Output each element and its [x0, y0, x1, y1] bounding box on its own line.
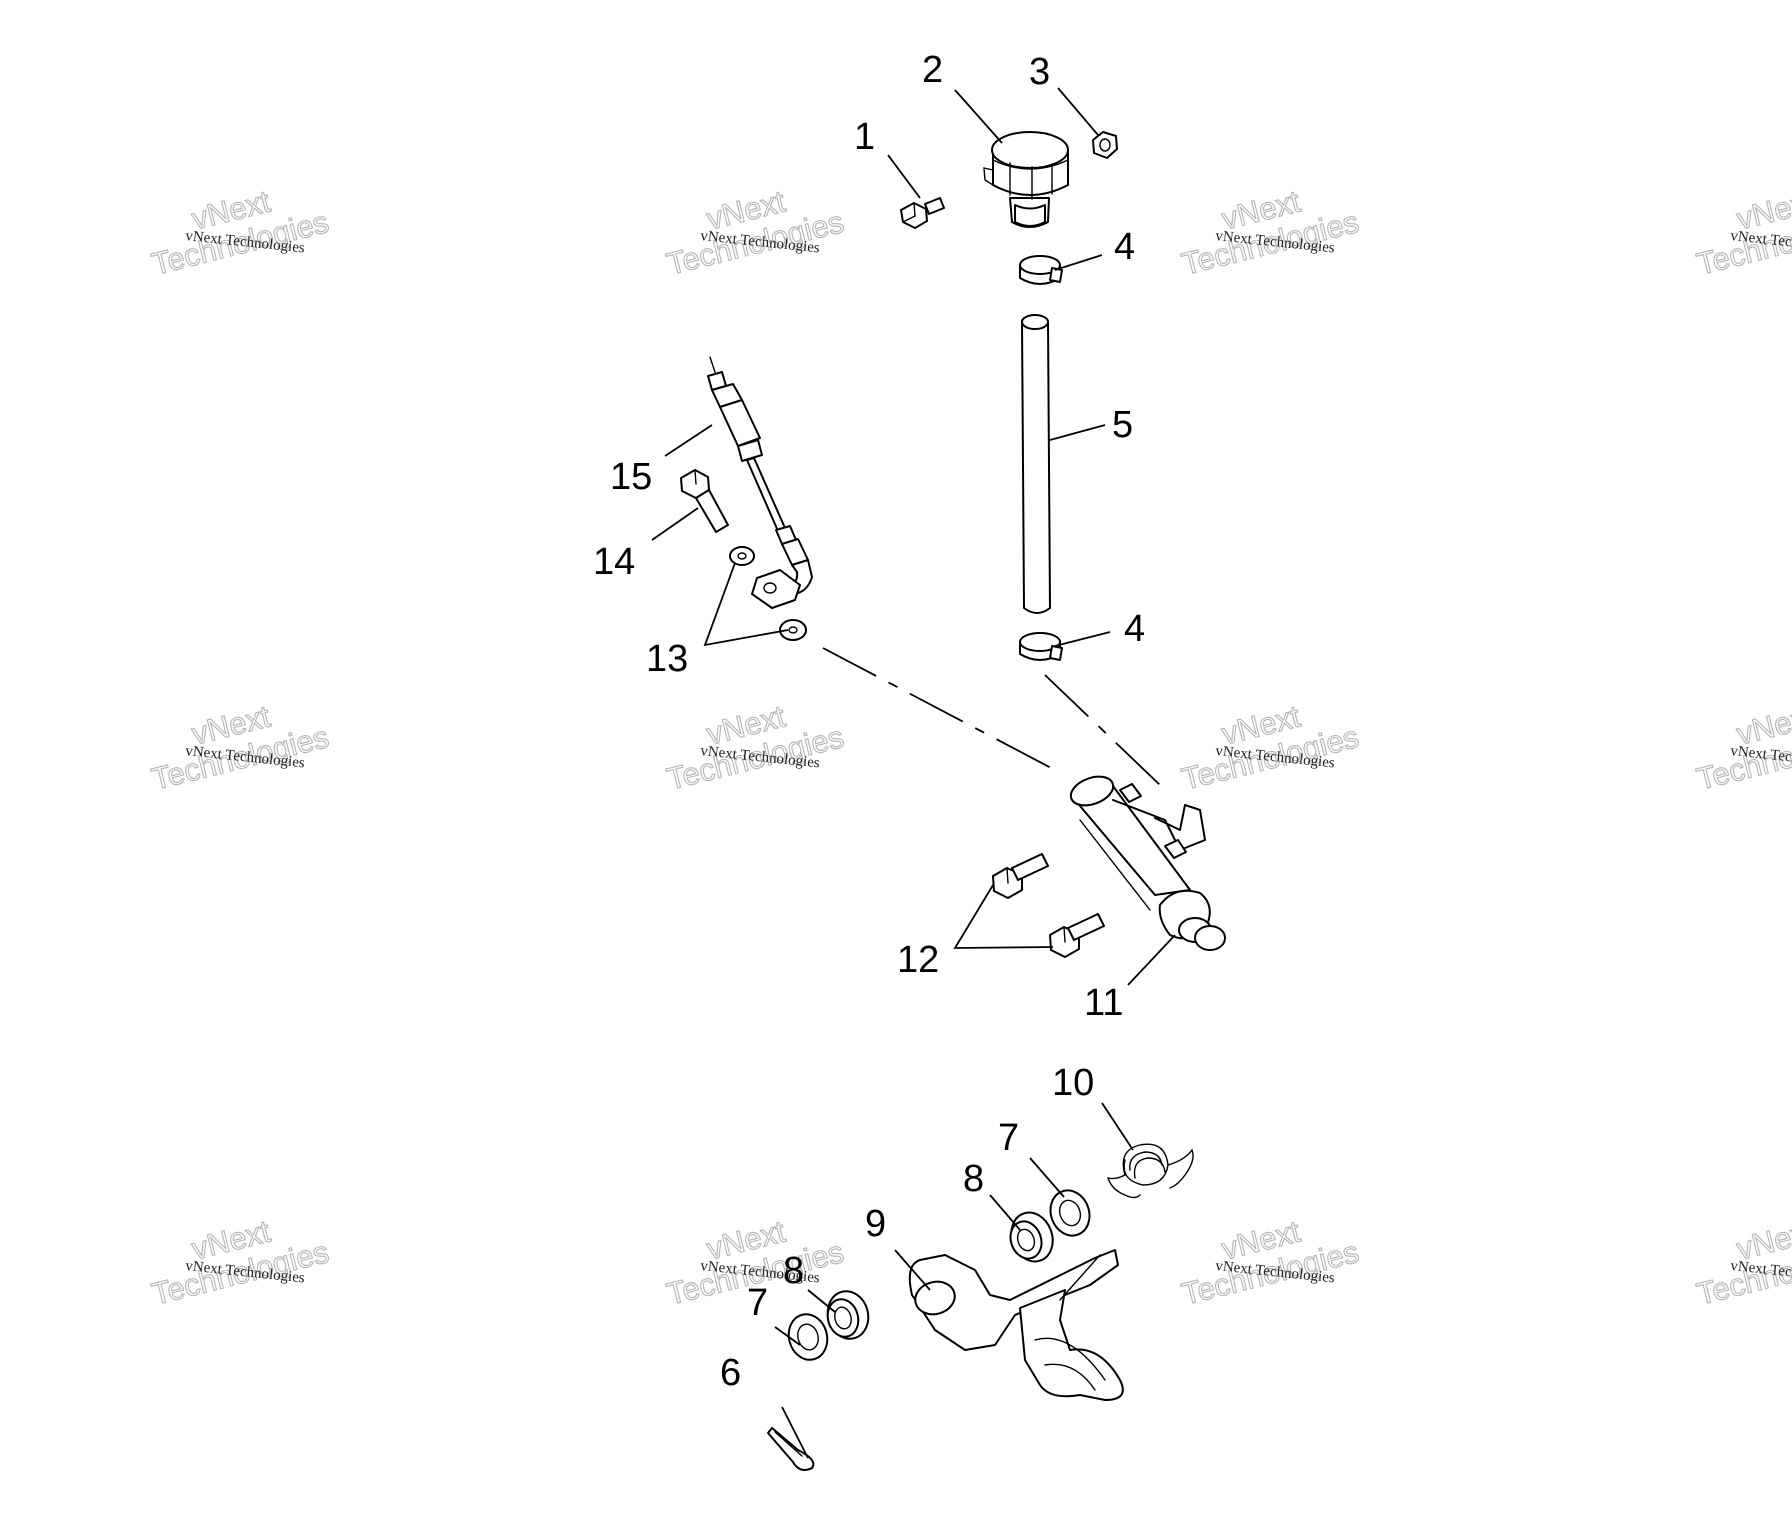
callout-4-upper: 4	[1114, 226, 1135, 268]
part-7-washer-right	[1049, 1189, 1091, 1237]
watermark: vNext Technologies vNext Technologies	[1693, 183, 1792, 282]
part-10-spring	[1106, 1143, 1194, 1199]
leader-11	[1127, 934, 1176, 986]
callout-14: 14	[593, 541, 635, 583]
watermark: vNext Technologies vNext Technologies	[1693, 1213, 1792, 1312]
part-9-brake-pedal	[908, 1249, 1124, 1401]
watermark: vNext Technologies vNext Technologies	[148, 698, 333, 797]
callout-8-left: 8	[783, 1250, 804, 1292]
leader-2	[954, 89, 1003, 144]
callout-13: 13	[646, 638, 688, 680]
leader-13	[703, 562, 789, 647]
leader-6	[781, 1406, 809, 1459]
watermark: vNext Technologies vNext Technologies	[663, 698, 848, 797]
part-2-reservoir	[983, 131, 1069, 228]
watermark-group: vNext Technologies vNext Technologies vN…	[148, 183, 1792, 1312]
assembly-line-hose	[1044, 674, 1161, 786]
watermark: vNext Technologies vNext Technologies	[1178, 698, 1363, 797]
part-4-clamp-lower	[1019, 632, 1063, 661]
part-15-brake-line	[707, 356, 813, 594]
leader-1	[887, 154, 921, 199]
part-4-clamp-upper	[1019, 255, 1063, 285]
callout-11: 11	[1084, 982, 1123, 1024]
part-6-cotter-pin	[767, 1427, 815, 1471]
watermark: vNext Technologies vNext Technologies	[148, 1213, 333, 1312]
leader-4b	[1054, 631, 1111, 647]
part-7-washer-left	[787, 1313, 829, 1361]
leader-15	[664, 424, 713, 457]
callout-5: 5	[1112, 404, 1133, 446]
part-14-bolt	[680, 469, 729, 533]
leader-7b	[1029, 1157, 1065, 1198]
callout-4-lower: 4	[1124, 608, 1145, 650]
callout-labels: 1 2 3 4 5 4 6 7 7 8 8 9 10 11 12 13 14 1…	[593, 49, 1145, 1394]
callout-8-right: 8	[963, 1158, 984, 1200]
leader-12	[953, 884, 1054, 949]
callout-10: 10	[1052, 1062, 1094, 1104]
watermark: vNext Technologies vNext Technologies	[1178, 1213, 1363, 1312]
leader-4a	[1054, 254, 1103, 271]
leader-14	[651, 507, 699, 541]
callout-12: 12	[897, 939, 939, 981]
callout-15: 15	[610, 456, 652, 498]
part-12-bolts	[992, 853, 1105, 958]
watermark: vNext Technologies vNext Technologies	[148, 183, 333, 282]
watermark: vNext Technologies vNext Technologies	[1693, 698, 1792, 797]
leader-3	[1057, 87, 1099, 136]
leader-lines	[651, 87, 1176, 1459]
callout-7-left: 7	[747, 1282, 768, 1324]
watermark: vNext Technologies vNext Technologies	[663, 1213, 848, 1312]
watermark: vNext Technologies vNext Technologies	[1178, 183, 1363, 282]
assembly-line-banjo	[822, 647, 1056, 771]
leader-10	[1101, 1102, 1134, 1151]
leader-8b	[989, 1194, 1021, 1231]
leader-8a	[807, 1289, 836, 1313]
part-8-bushing-right	[1009, 1211, 1054, 1263]
callout-7-right: 7	[998, 1117, 1019, 1159]
callout-9: 9	[865, 1203, 886, 1245]
part-11-master-cylinder	[1069, 775, 1226, 951]
callout-3: 3	[1029, 51, 1050, 93]
part-5-hose	[1021, 314, 1051, 614]
part-1-bolt	[900, 197, 945, 229]
callout-6: 6	[720, 1352, 741, 1394]
part-8-bushing-left	[826, 1290, 870, 1340]
watermark: vNext Technologies vNext Technologies	[663, 183, 848, 282]
part-3-nut	[1092, 131, 1118, 159]
leader-9	[894, 1249, 931, 1291]
callout-1: 1	[854, 116, 875, 158]
part-13-banjo-and-washers	[729, 546, 807, 641]
leader-5	[1049, 424, 1106, 441]
leader-7a	[774, 1326, 801, 1346]
callout-2: 2	[922, 49, 943, 91]
